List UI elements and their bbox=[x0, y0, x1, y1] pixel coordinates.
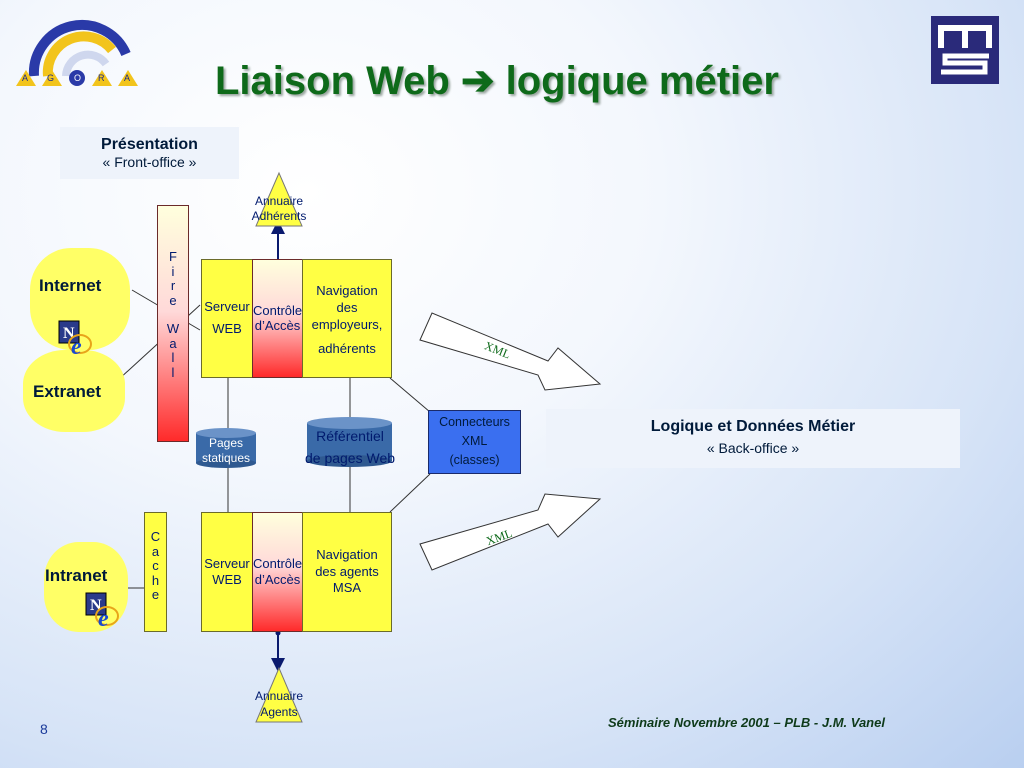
connecteurs-line: XML bbox=[461, 434, 488, 448]
pages-statiques-cylinder bbox=[196, 428, 256, 468]
pages-statiques-line: Pages bbox=[208, 436, 244, 450]
top-controle-line: d’Accès bbox=[254, 318, 301, 333]
bottom-controle-line: Contrôle bbox=[253, 556, 303, 571]
top-navigation-line: des bbox=[336, 300, 358, 315]
agora-letter-o: O bbox=[74, 73, 82, 83]
agora-logo: A G O R A bbox=[14, 14, 144, 94]
cache-letter: a bbox=[151, 543, 160, 559]
referentiel-line: Référentiel bbox=[316, 428, 384, 444]
presentation-title: Présentation bbox=[101, 136, 198, 153]
top-navigation-line: Navigation bbox=[316, 283, 378, 298]
agora-letter-a: A bbox=[22, 73, 29, 83]
page-number: 8 bbox=[40, 721, 48, 737]
cache-letter: c bbox=[152, 558, 159, 573]
top-controle-line: Contrôle bbox=[253, 303, 303, 318]
cache-letter: h bbox=[151, 572, 160, 588]
presentation-subtitle: « Front-office » bbox=[102, 154, 197, 170]
presentation-panel: Présentation « Front-office » bbox=[60, 127, 239, 179]
firewall-letter: l bbox=[171, 350, 175, 365]
top-serveur-web: Serveur WEB bbox=[201, 259, 253, 378]
top-serveur-line: WEB bbox=[212, 321, 242, 336]
backoffice-subtitle: « Back-office » bbox=[706, 440, 800, 456]
cache-label: C a c h e bbox=[144, 529, 167, 603]
cache-letter: e bbox=[151, 587, 160, 602]
bottom-controle-acces: Contrôle d’Accès bbox=[252, 512, 303, 632]
xml-arrow-top bbox=[419, 312, 602, 391]
bottom-serveur-line: Serveur bbox=[204, 556, 250, 571]
bottom-serveur-web: Serveur WEB bbox=[201, 512, 253, 632]
annuaire-adherents-label: Annuaire Adhérents bbox=[238, 194, 320, 224]
firewall-letter: l bbox=[171, 364, 175, 380]
top-serveur-line: Serveur bbox=[204, 299, 250, 314]
pages-statiques-line: statiques bbox=[201, 451, 251, 465]
agora-letter-a2: A bbox=[124, 73, 131, 83]
bottom-serveur-line: WEB bbox=[212, 572, 242, 587]
connecteurs-line: Connecteurs bbox=[439, 415, 510, 429]
bottom-navigation-line: des agents bbox=[315, 563, 379, 579]
extranet-label: Extranet bbox=[33, 382, 102, 401]
pages-statiques-label: Pages statiques bbox=[192, 436, 260, 466]
firewall-letter: F bbox=[169, 249, 177, 264]
bottom-controle-line: d’Accès bbox=[254, 572, 301, 587]
xml-arrow-bottom bbox=[419, 493, 602, 571]
referentiel-line: de pages Web bbox=[304, 450, 396, 466]
top-controle-acces: Contrôle d’Accès bbox=[252, 259, 303, 378]
firewall-letter: i bbox=[171, 263, 175, 279]
backoffice-title: Logique et Données Métier bbox=[650, 418, 856, 435]
msa-logo bbox=[931, 16, 999, 84]
bottom-navigation-line: Navigation bbox=[316, 547, 378, 562]
firewall-letter: r bbox=[170, 278, 176, 293]
browser-icon-intranet: N e bbox=[85, 592, 119, 628]
annuaire-agents-triangle bbox=[255, 666, 303, 723]
svg-text:e: e bbox=[98, 606, 109, 628]
annuaire-adherents-line: Adhérents bbox=[251, 209, 307, 223]
top-navigation: Navigation des employeurs, adhérents bbox=[302, 259, 392, 378]
annuaire-agents-label: Annuaire Agents bbox=[238, 688, 320, 720]
internet-cloud bbox=[36, 254, 124, 344]
connecteurs-xml: Connecteurs XML (classes) bbox=[428, 410, 521, 474]
backoffice-panel: Logique et Données Métier « Back-office … bbox=[546, 409, 960, 468]
annuaire-agents-line: Annuaire bbox=[254, 689, 304, 703]
firewall-letter: W bbox=[166, 321, 180, 336]
referentiel-cylinder bbox=[307, 417, 392, 467]
referentiel-label: Référentiel de pages Web bbox=[290, 425, 410, 469]
agora-letter-r: R bbox=[98, 73, 105, 83]
firewall bbox=[157, 205, 189, 442]
cache bbox=[144, 512, 167, 632]
annuaire-agents-line: Agents bbox=[260, 705, 298, 719]
svg-text:e: e bbox=[71, 334, 82, 356]
top-navigation-line: employeurs, bbox=[311, 317, 383, 332]
browser-icon-internet: N e bbox=[58, 320, 92, 356]
firewall-label: F i r e W a l l bbox=[157, 249, 189, 380]
top-navigation-line: adhérents bbox=[318, 341, 376, 356]
bottom-navigation-line: MSA bbox=[332, 580, 362, 595]
firewall-letter: e bbox=[169, 292, 177, 308]
extranet-cloud bbox=[29, 356, 119, 426]
annuaire-adherents-triangle bbox=[255, 171, 303, 227]
page-title: Liaison Web ➔ logique métier bbox=[215, 59, 779, 103]
connecteurs-line: (classes) bbox=[449, 453, 500, 467]
firewall-letter: a bbox=[169, 335, 177, 351]
footer-seminar: Séminaire Novembre 2001 – PLB - J.M. Van… bbox=[608, 715, 885, 730]
internet-label: Internet bbox=[39, 276, 102, 295]
intranet-label: Intranet bbox=[45, 566, 108, 585]
cache-letter: C bbox=[150, 529, 161, 544]
msa-logo-mark bbox=[938, 25, 992, 75]
bottom-navigation: Navigation des agents MSA bbox=[302, 512, 392, 632]
annuaire-adherents-line: Annuaire bbox=[254, 194, 304, 208]
agora-letter-g: G bbox=[47, 73, 55, 83]
